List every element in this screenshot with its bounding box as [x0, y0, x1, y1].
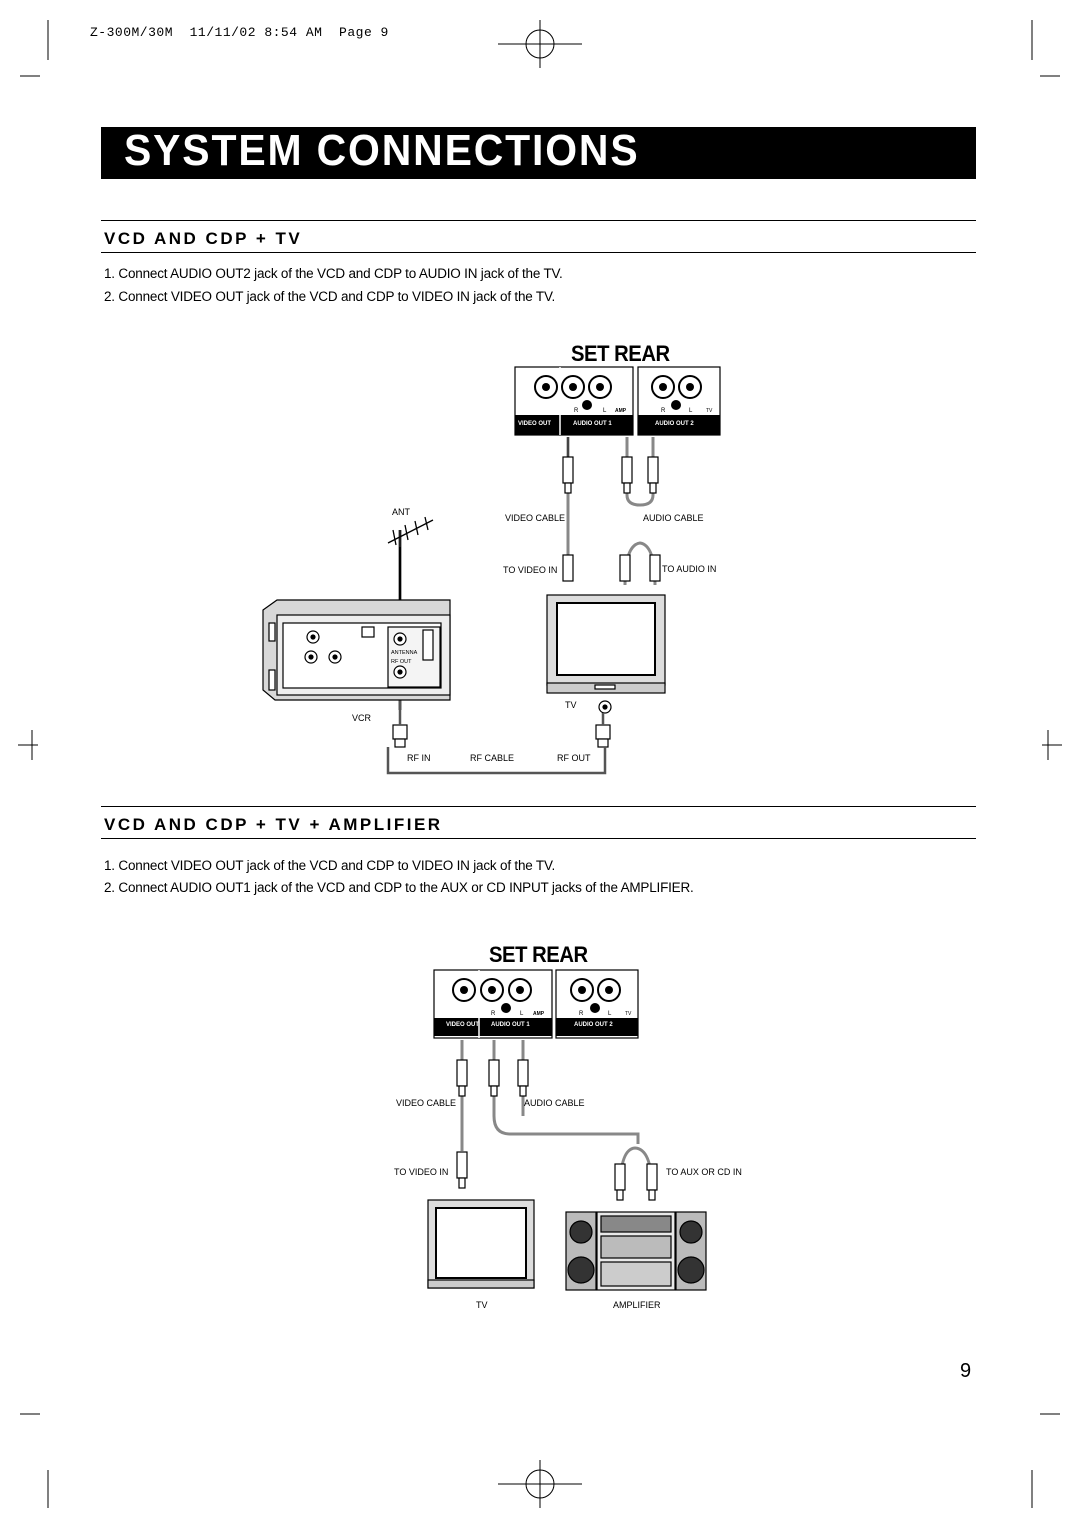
plugs — [562, 456, 661, 582]
tv-unit — [427, 1199, 535, 1289]
set-rear-panel — [433, 969, 639, 1039]
amplifier-label: AMPLIFIER — [613, 1300, 661, 1310]
rf-in-label: RF IN — [407, 753, 431, 763]
vcr-label: VCR — [352, 713, 372, 723]
audio-out1-label: AUDIO OUT 1 — [491, 1022, 530, 1028]
jack-label-amp: AMP — [533, 1011, 545, 1017]
audio-out1-label: AUDIO OUT 1 — [573, 421, 612, 427]
audio-cable-label: AUDIO CABLE — [643, 513, 704, 523]
tv-label: TV — [565, 700, 577, 710]
connection-diagram-2: R L AMP R L TV VIDEO OUT AUDIO OUT 1 AUD… — [427, 969, 707, 1291]
title-bar — [101, 127, 976, 179]
tv-label: TV — [476, 1300, 488, 1310]
print-header: Z-300M/30M 11/11/02 8:54 AM Page 9 — [90, 25, 389, 40]
section-rule-bottom — [101, 838, 976, 839]
jack-label-tv: TV — [625, 1011, 632, 1017]
video-cable-label: VIDEO CABLE — [505, 513, 566, 523]
section-title: VCD AND CDP + TV — [104, 229, 303, 248]
rf-cable — [392, 724, 611, 748]
set-rear-label: SET REAR — [571, 341, 670, 366]
tv-unit — [546, 594, 666, 714]
section-title: VCD AND CDP + TV + AMPLIFIER — [104, 815, 443, 834]
instruction-step: 2. Connect VIDEO OUT jack of the VCD and… — [104, 289, 556, 304]
plugs — [456, 1059, 658, 1201]
rf-out-label: RF OUT — [557, 753, 591, 763]
instruction-step: 1. Connect VIDEO OUT jack of the VCD and… — [104, 858, 556, 873]
rf-out-jack-label: RF OUT — [391, 659, 412, 665]
ant-label: ANT — [392, 507, 410, 517]
audio-cable-label: AUDIO CABLE — [524, 1098, 585, 1108]
video-out-label: VIDEO OUT — [518, 421, 551, 427]
page-title: SYSTEM CONNECTIONS — [124, 126, 640, 175]
section-rule-bottom — [101, 252, 976, 253]
instruction-step: 2. Connect AUDIO OUT1 jack of the VCD an… — [104, 880, 694, 895]
set-rear-label: SET REAR — [489, 942, 588, 967]
video-cable-label: VIDEO CABLE — [396, 1098, 457, 1108]
set-rear-panel — [514, 366, 721, 436]
jack-label-l: L — [608, 1011, 612, 1017]
rf-cable-label: RF CABLE — [470, 753, 515, 763]
jack-label-r: R — [579, 1011, 584, 1017]
jack-label-amp: AMP — [615, 408, 627, 414]
jack-label-l: L — [520, 1011, 524, 1017]
instruction-step: 1. Connect AUDIO OUT2 jack of the VCD an… — [104, 266, 563, 281]
audio-out2-label: AUDIO OUT 2 — [655, 421, 694, 427]
video-out-label: VIDEO OUT — [446, 1022, 479, 1028]
connection-diagram-1: R L AMP R L TV VIDEO OUT AUDIO OUT 1 AUD… — [262, 366, 721, 775]
jack-label-r: R — [574, 408, 579, 414]
section-rule-top — [101, 806, 976, 807]
jack-label-l: L — [603, 408, 607, 414]
section-rule-top — [101, 220, 976, 221]
to-audio-in-label: TO AUDIO IN — [662, 564, 717, 574]
vcr-unit — [262, 599, 451, 701]
amplifier-unit — [565, 1211, 707, 1291]
jack-label-tv: TV — [706, 408, 713, 414]
antenna-jack-label: ANTENNA — [391, 650, 418, 656]
to-video-in-label: TO VIDEO IN — [394, 1167, 449, 1177]
audio-out2-label: AUDIO OUT 2 — [574, 1022, 613, 1028]
jack-label-r: R — [661, 408, 666, 414]
to-video-in-label: TO VIDEO IN — [503, 565, 558, 575]
jack-label-l: L — [689, 408, 693, 414]
page-number: 9 — [960, 1360, 972, 1382]
jack-label-r: R — [491, 1011, 496, 1017]
to-aux-label: TO AUX OR CD IN — [666, 1167, 742, 1177]
